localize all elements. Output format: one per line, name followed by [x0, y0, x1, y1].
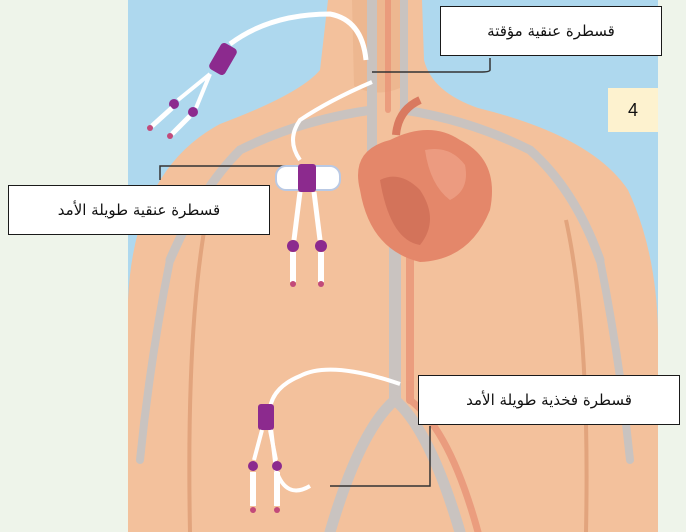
- label-longterm-neck-catheter: قسطرة عنقية طويلة الأمد: [8, 185, 270, 235]
- slide-number: 4: [608, 88, 658, 132]
- label-longterm-thigh-catheter: قسطرة فخذية طويلة الأمد: [418, 375, 680, 425]
- label-temporary-neck-catheter: قسطرة عنقية مؤقتة: [440, 6, 662, 56]
